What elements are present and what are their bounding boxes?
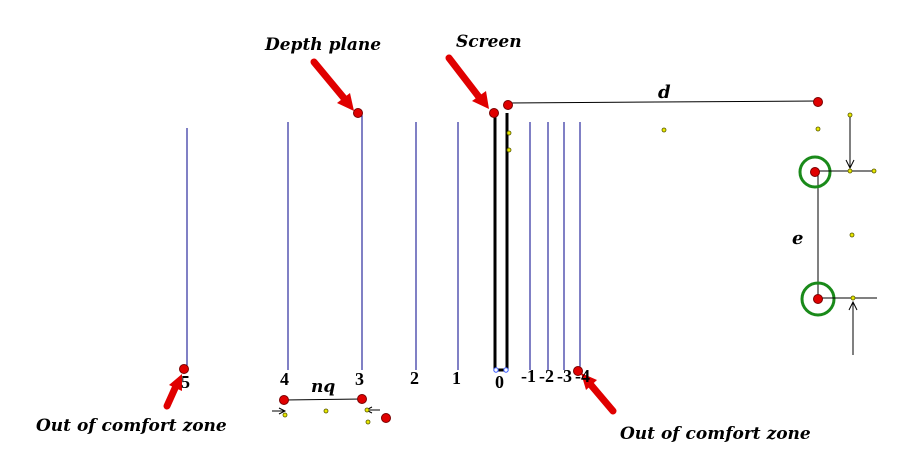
nq-right-point[interactable] [357, 394, 367, 404]
handle-point[interactable] [506, 147, 512, 153]
plane-number-2: 2 [410, 368, 419, 388]
left-eye-point[interactable] [810, 167, 820, 177]
handle-point[interactable] [850, 295, 856, 301]
out-of-comfort-left-arrow [163, 374, 182, 410]
eye-offset-arrow [848, 300, 858, 355]
handle-point[interactable] [364, 407, 370, 413]
screen-rect [493, 113, 509, 372]
handle-point[interactable] [849, 232, 855, 238]
depth-plane-lines [186, 113, 581, 370]
plane-number-5: 5 [181, 372, 190, 392]
plane-neg4-point[interactable] [573, 366, 583, 376]
handle-point[interactable] [871, 168, 877, 174]
nq-left-point[interactable] [279, 395, 289, 405]
plane-number-0: 0 [495, 372, 504, 392]
screen-pointer-arrow [445, 54, 489, 109]
plane-number-3: 3 [355, 369, 364, 389]
screen-label: Screen [456, 32, 522, 52]
depth-plane-point[interactable] [353, 108, 363, 118]
screen-right-top-point[interactable] [503, 100, 513, 110]
handle-point[interactable] [847, 168, 853, 174]
plane-number-neg4: -4 [575, 366, 590, 386]
out-of-comfort-right-arrow [581, 373, 617, 415]
plane-number-neg1: -1 [521, 366, 536, 386]
screen-top-point[interactable] [489, 108, 499, 118]
depth-plane-pointer-arrow [310, 58, 354, 111]
handle-point[interactable] [847, 112, 853, 118]
handle-point[interactable] [661, 127, 667, 133]
screen-base-handle[interactable] [503, 367, 509, 373]
e-label: e [792, 228, 803, 249]
eye-offset-arrow [845, 115, 855, 170]
handle-point[interactable] [282, 412, 288, 418]
plane-number-1: 1 [452, 368, 461, 388]
nq-label: nq [311, 377, 335, 397]
nq-line [283, 398, 363, 401]
handle-point[interactable] [815, 126, 821, 132]
plane-number-neg2: -2 [539, 366, 554, 386]
plane-number-labels: 5 4 3 2 1 0 -1 -2 -3 -4 [181, 366, 590, 392]
right-eye-ring [800, 281, 836, 317]
handle-point[interactable] [506, 130, 512, 136]
depth-plane-label: Depth plane [264, 35, 381, 55]
handle-point[interactable] [323, 408, 329, 414]
yellow-handles [282, 112, 877, 425]
nq-left-arrow [272, 407, 287, 415]
nq-extra-point[interactable] [381, 413, 391, 423]
screen-base-handle[interactable] [493, 367, 499, 373]
left-eye-ring [798, 155, 832, 189]
red-points [179, 97, 823, 423]
plane-number-4: 4 [280, 369, 289, 389]
plane-5-point[interactable] [179, 364, 189, 374]
out-of-comfort-zone-right-label: Out of comfort zone [620, 424, 811, 444]
right-eye-point[interactable] [813, 294, 823, 304]
viewer-point[interactable] [813, 97, 823, 107]
d-distance-line [507, 100, 819, 104]
plane-number-neg3: -3 [557, 366, 572, 386]
handle-point[interactable] [365, 419, 371, 425]
out-of-comfort-zone-left-label: Out of comfort zone [36, 416, 227, 436]
d-label: d [658, 82, 671, 103]
